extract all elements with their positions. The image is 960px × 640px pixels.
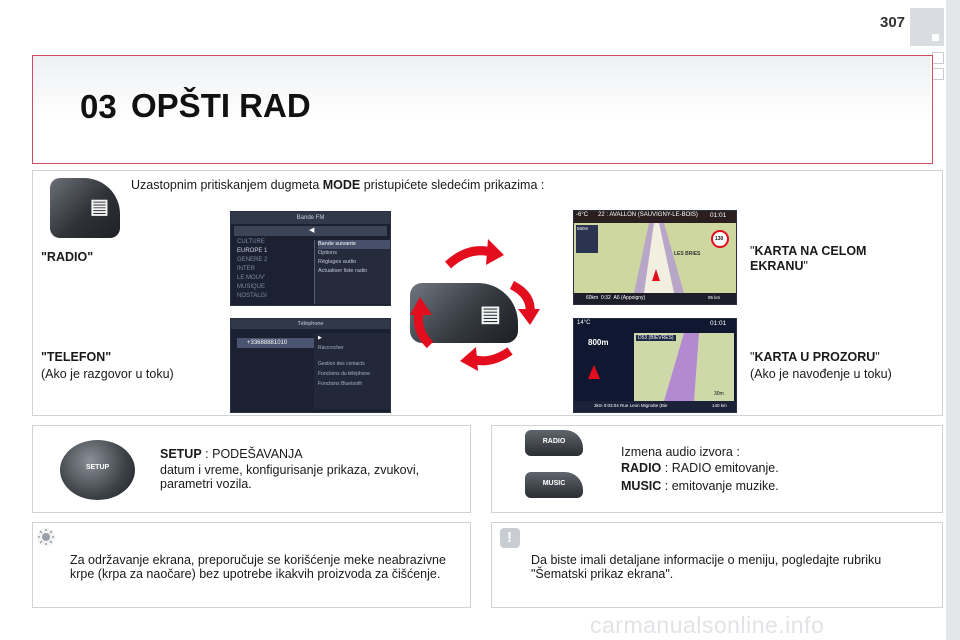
exclamation-icon: !: [500, 528, 520, 548]
mode-map-full-label: "KARTA NA CELOM EKRANU": [750, 244, 867, 273]
mode-button-icon: ▤: [50, 178, 120, 238]
radio-left-arrow-icon: ◀: [309, 227, 315, 234]
map-full-turn-distance: 560m: [577, 226, 589, 231]
mode-symbol-icon: ▤: [90, 196, 109, 218]
setup-title: SETUP : PODEŠAVANJA: [160, 447, 303, 461]
radio-station-list: CULTURE EUROPE 1 GENERE 2 INTER LE MOUV'…: [237, 238, 267, 301]
audio-radio-line: RADIO : RADIO emitovanje.: [621, 461, 779, 475]
phone-screen-image: Téléphone +33688881010 ▶ Raccrocher Gest…: [230, 318, 391, 413]
map-full-bottom-right: 95 km: [708, 295, 721, 300]
map-full-temp: -6°C: [576, 212, 589, 218]
map-window-turn-distance: 800m: [588, 338, 609, 347]
map-window-graphic: [574, 319, 736, 412]
map-full-speed-limit: 130: [715, 236, 724, 242]
phone-right-arrow-icon: ▶: [318, 335, 322, 341]
menu-item: Réglages audio: [318, 259, 357, 265]
station-item: GENERE 2: [237, 257, 268, 263]
music-button-icon: MUSIC: [525, 472, 583, 498]
info-line-2: "Šematski prikaz ekrana".: [531, 567, 674, 581]
mode-map-window-label: "KARTA U PROZORU": [750, 350, 880, 364]
station-item: CULTURE: [237, 239, 265, 245]
menu-item: Options: [318, 250, 337, 256]
map-full-bottom-bar: 60km 0:32 A6 (Appoigny): [586, 295, 646, 301]
audio-music-line: MUSIC : emitovanje muzike.: [621, 479, 779, 493]
map-window-bottom-bar: 3km 0:03:04 Rue Leon Mignotte (Bie: [594, 403, 668, 408]
tip-panel: [32, 522, 471, 608]
mode-symbol-icon: ▤: [480, 301, 501, 326]
menu-item: Gestion des contacts: [318, 361, 365, 367]
info-line-1: Da biste imali detaljane informacije o m…: [531, 553, 882, 567]
audio-heading: Izmena audio izvora :: [621, 445, 740, 459]
page-edge-strip: [946, 0, 960, 640]
map-window-temp: 14°C: [577, 320, 591, 326]
chapter-tab: [910, 8, 944, 46]
tip-line-2: krpe (krpa za naočare) bez upotrebe ikak…: [70, 567, 441, 581]
music-button-label: MUSIC: [542, 480, 566, 487]
phone-screen-title: Téléphone: [231, 319, 390, 329]
phone-number: +33688881010: [237, 338, 319, 348]
radio-button-icon: RADIO: [525, 430, 583, 456]
radio-screen-arrow-bar: ◀: [234, 226, 387, 236]
tip-line-1: Za održavanje ekrana, preporučuje se kor…: [70, 553, 446, 567]
map-full-place: LES BRIES: [674, 251, 701, 257]
setup-line-2: parametri vozila.: [160, 477, 252, 491]
radio-screen-image: Bande FM ◀ CULTURE EUROPE 1 GENERE 2 INT…: [230, 211, 391, 306]
station-item: INTER: [237, 266, 255, 272]
mode-telefon-note: (Ako je razgovor u toku): [41, 367, 174, 381]
info-panel: [491, 522, 943, 608]
watermark: carmanualsonline.info: [590, 612, 825, 638]
map-full-graphic: [574, 211, 736, 304]
station-item: LE MOUV': [237, 275, 266, 281]
setup-line-1: datum i vreme, konfigurisanje prikaza, z…: [160, 463, 420, 477]
map-window-bottom-right: 140 km: [712, 403, 727, 408]
mode-telefon-label: "TELEFON": [41, 350, 112, 364]
menu-item: Bande suivante: [318, 240, 390, 249]
map-window-time: 01:01: [710, 320, 727, 327]
menu-item: Actualiser liste radio: [318, 268, 368, 274]
map-full-screen-image: -6°C 22 : AVALLON (SAUVIGNY-LE-BOIS) 01:…: [573, 210, 737, 305]
menu-item: Fonctions du téléphone: [318, 371, 370, 377]
map-window-screen-image: 14°C 01:01 800m D53 (BIEVRES) 30m 3km 0:…: [573, 318, 737, 413]
chapter-number: 03: [80, 88, 117, 125]
map-window-right-distance: 30m: [714, 391, 724, 397]
page-number: 307: [880, 14, 906, 31]
lightbulb-icon: [37, 528, 55, 546]
mode-map-window-note: (Ako je navođenje u toku): [750, 367, 892, 381]
map-full-time: 01:01: [710, 212, 727, 219]
edge-box-2: [932, 68, 944, 80]
map-full-road: 22 : AVALLON (SAUVIGNY-LE-BOIS): [598, 212, 698, 218]
chapter-header-fill: [33, 56, 931, 162]
setup-button-icon: SETUP: [60, 440, 135, 500]
radio-screen-title: Bande FM: [231, 212, 390, 224]
menu-item: Fonctions Bluetooth: [318, 381, 363, 387]
station-item: NOSTALGI: [237, 293, 267, 299]
radio-button-label: RADIO: [542, 438, 566, 445]
setup-button-label: SETUP: [85, 464, 110, 471]
edge-box-1: [932, 52, 944, 64]
phone-menu: ▶ Raccrocher Gestion des contacts Foncti…: [314, 333, 390, 409]
station-item: EUROPE 1: [237, 248, 268, 254]
radio-menu: Bande suivante Options Réglages audio Ac…: [314, 240, 390, 304]
mode-radio-label: "RADIO": [41, 250, 94, 264]
menu-item: Raccrocher: [318, 345, 344, 351]
station-item: MUSIQUE: [237, 284, 266, 290]
chapter-title: OPŠTI RAD: [131, 87, 311, 124]
intro-text: Uzastopnim pritiskanjem dugmeta MODE pri…: [131, 178, 545, 192]
cycle-arrows-icon: [410, 239, 540, 371]
map-window-road: D53 (BIEVRES): [636, 335, 676, 341]
